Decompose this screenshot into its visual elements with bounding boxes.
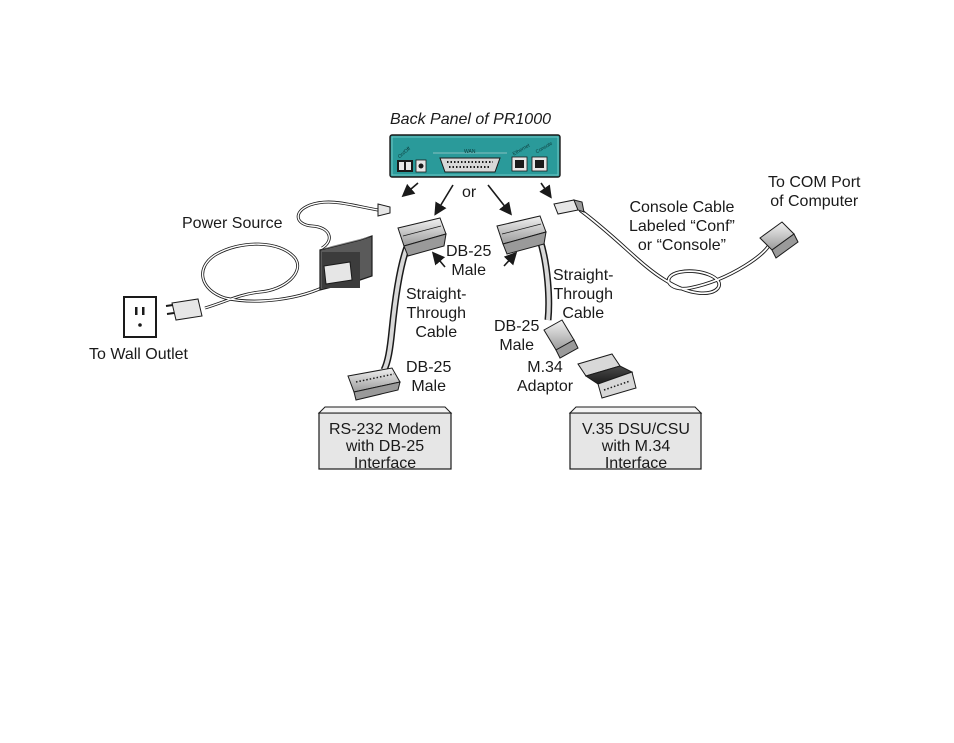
console-cable-label: Console Cable Labeled “Conf” or “Console… (629, 199, 735, 254)
wall-plug (165, 298, 203, 321)
or-label: or (462, 184, 477, 201)
power-cable (201, 200, 379, 310)
console-port (531, 156, 548, 172)
arrow-db25-right (503, 251, 518, 267)
power-plug-tip (377, 203, 391, 217)
modem-box-label: RS-232 Modem with DB-25 Interface (328, 421, 442, 472)
panel-label-wan: WAN (464, 149, 476, 155)
back-panel (389, 134, 561, 178)
db25-connector-left-top (397, 217, 447, 257)
db9-connector-icon (759, 221, 799, 259)
power-switch (397, 160, 413, 172)
straight-through-cable-right (536, 238, 553, 321)
ethernet-port (511, 156, 528, 172)
straight-through-cable-left (380, 238, 414, 372)
db25-male-right-label: DB-25 Male (494, 318, 540, 354)
arrow-console (539, 182, 552, 199)
db25-connector-left-bottom (347, 367, 401, 401)
com-port-label: To COM Port of Computer (768, 174, 861, 210)
straight-through-cable-right-label: Straight- Through Cable (553, 267, 614, 322)
db25-male-left-label: DB-25 Male (406, 359, 452, 395)
dsu-box-label: V.35 DSU/CSU with M.34 Interface (582, 421, 690, 472)
power-source-label: Power Source (182, 215, 283, 232)
console-cable (578, 208, 772, 296)
arrow-power (401, 182, 419, 198)
dsu-box (568, 406, 703, 470)
arrow-modem-cable (434, 184, 454, 216)
wan-port (433, 152, 507, 173)
wall-outlet-label: To Wall Outlet (89, 346, 188, 363)
diagram-title: Back Panel of PR1000 (390, 111, 551, 128)
wall-outlet-icon (123, 296, 157, 338)
db25-connector-right-top (496, 215, 547, 255)
rj45-plug-icon (553, 199, 585, 215)
power-adapter (319, 235, 373, 291)
straight-through-cable-left-label: Straight- Through Cable (406, 286, 467, 341)
modem-box (317, 406, 453, 470)
m34-adaptor-label: M.34 Adaptor (517, 359, 574, 395)
db25-connector-right-bottom (543, 319, 579, 359)
db25-male-top-label: DB-25 Male (446, 243, 492, 279)
power-jack (415, 159, 427, 173)
arrow-db25-left (431, 251, 446, 268)
arrow-dsu-cable (487, 184, 512, 216)
m34-adaptor-icon (577, 353, 637, 399)
